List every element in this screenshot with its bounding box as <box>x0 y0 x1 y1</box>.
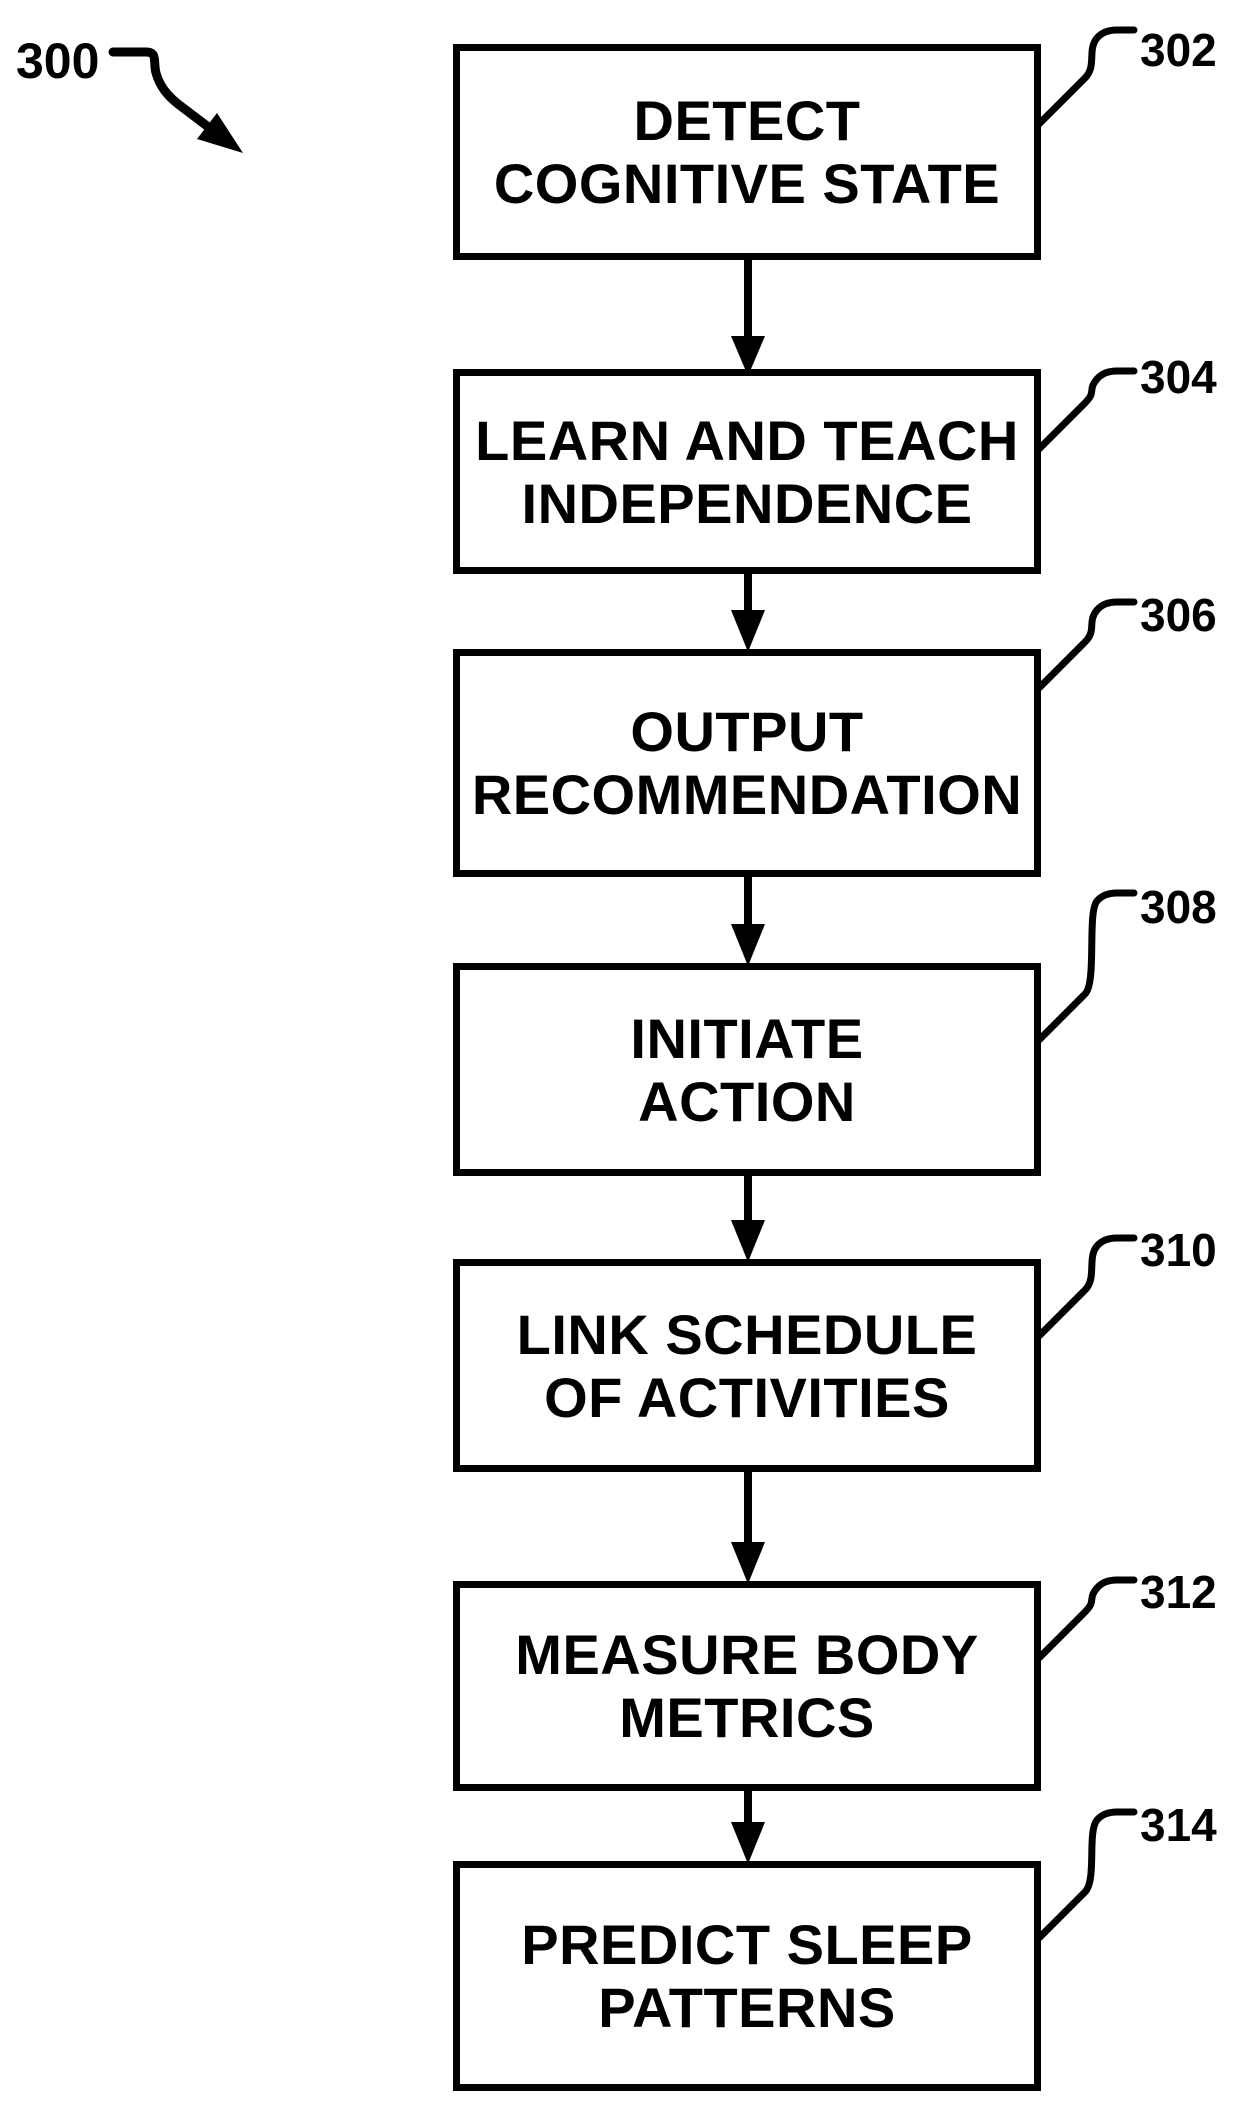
ref-number-310: 310 <box>1140 1224 1217 1276</box>
step-box-initiate-action: INITIATE ACTION <box>453 963 1041 1176</box>
ref-number-312: 312 <box>1140 1566 1217 1618</box>
ref-number-304: 304 <box>1140 351 1217 403</box>
step-box-measure-body-metrics: MEASURE BODY METRICS <box>453 1581 1041 1791</box>
step-text-line: OUTPUT <box>630 700 864 763</box>
flow-arrow-icon <box>731 1164 765 1262</box>
figure-number-label: 300 <box>16 33 100 89</box>
step-text-line: LEARN AND TEACH <box>475 408 1019 472</box>
leader-line-310 <box>1033 1234 1138 1342</box>
flow-arrow-icon <box>731 1460 765 1584</box>
figure-pointer-arrow-icon <box>108 47 243 153</box>
step-box-learn-and-teach-independence: LEARN AND TEACH INDEPENDENCE <box>453 369 1041 574</box>
step-text-line: OF ACTIVITIES <box>544 1365 950 1429</box>
step-text-line: MEASURE BODY <box>515 1623 979 1686</box>
ref-number-302: 302 <box>1140 24 1217 76</box>
leader-line-306 <box>1033 598 1138 694</box>
step-text-line: LINK SCHEDULE <box>516 1302 978 1366</box>
step-text-line: PATTERNS <box>598 1976 896 2039</box>
step-box-output-recommendation: OUTPUT RECOMMENDATION <box>453 649 1041 877</box>
step-text-line: DETECT <box>633 89 861 152</box>
ref-number-306: 306 <box>1140 589 1217 641</box>
step-box-link-schedule-of-activities: LINK SCHEDULE OF ACTIVITIES <box>453 1259 1041 1472</box>
step-text-line: INITIATE <box>630 1006 864 1070</box>
step-text-line: COGNITIVE STATE <box>493 152 1001 215</box>
leader-line-308 <box>1033 889 1138 1046</box>
step-text-line: PREDICT SLEEP <box>521 1913 973 1976</box>
step-text-line: ACTION <box>638 1069 856 1133</box>
flow-arrow-icon <box>731 865 765 966</box>
flow-arrow-icon <box>731 249 765 376</box>
ref-number-314: 314 <box>1140 1799 1217 1851</box>
step-box-predict-sleep-patterns: PREDICT SLEEP PATTERNS <box>453 1861 1041 2091</box>
step-box-detect-cognitive-state: DETECT COGNITIVE STATE <box>453 44 1041 260</box>
step-text-line: METRICS <box>619 1686 875 1749</box>
ref-number-308: 308 <box>1140 881 1217 933</box>
leader-line-314 <box>1033 1808 1138 1944</box>
flow-arrow-icon <box>731 562 765 652</box>
leader-line-304 <box>1033 367 1138 455</box>
step-text-line: INDEPENDENCE <box>521 471 973 535</box>
flow-arrow-icon <box>731 1779 765 1864</box>
step-text-line: RECOMMENDATION <box>471 763 1023 826</box>
leader-line-302 <box>1033 26 1138 130</box>
leader-line-312 <box>1033 1576 1138 1664</box>
